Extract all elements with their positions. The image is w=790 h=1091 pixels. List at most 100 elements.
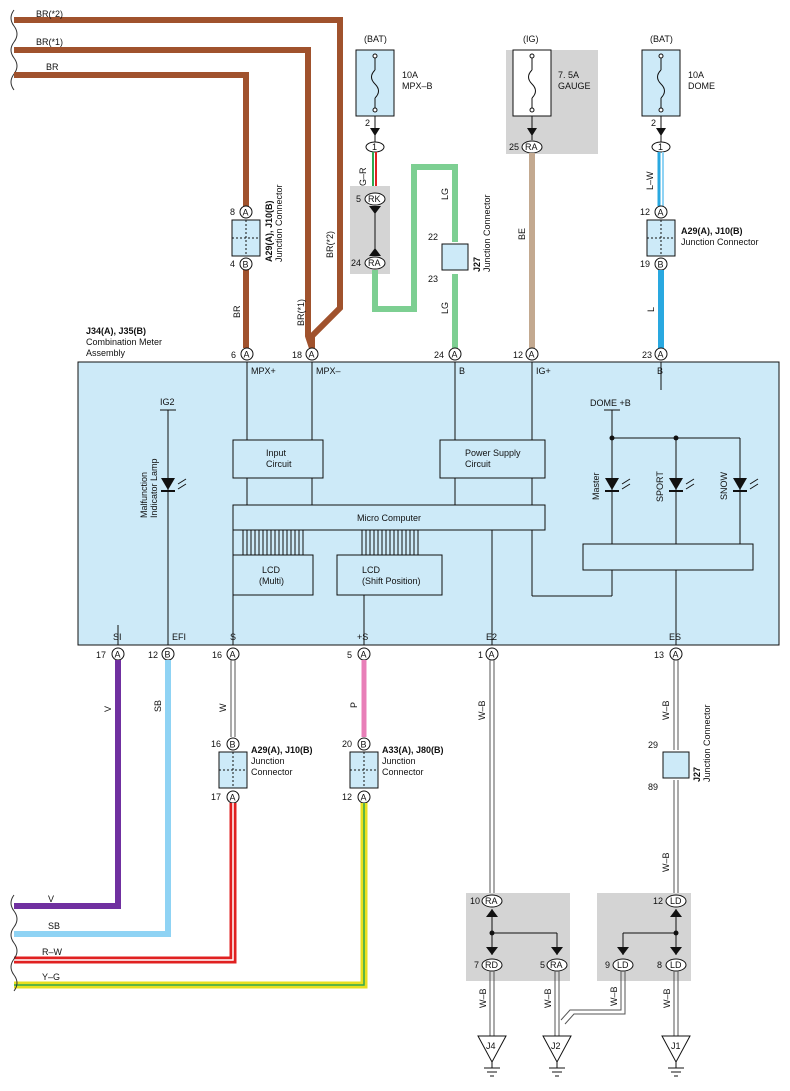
label-lcd1-2: (Multi) (259, 576, 284, 586)
wire-label-v: V (103, 706, 113, 712)
svg-text:16: 16 (212, 650, 222, 660)
fuse-gauge: (IG) 7. 5A GAUGE RA 25 (506, 34, 598, 154)
svg-text:LD: LD (670, 960, 682, 970)
wire-label-wb5: W–B (543, 988, 553, 1008)
svg-text:Connector: Connector (251, 767, 293, 777)
meter-pin-mpx-plus: 6 A MPX+ (231, 347, 276, 440)
svg-text:MPX–B: MPX–B (402, 81, 433, 91)
svg-text:5: 5 (347, 650, 352, 660)
wire-w-b-e2 (489, 660, 495, 893)
svg-text:12: 12 (640, 207, 650, 217)
svg-text:G–R: G–R (358, 167, 368, 186)
svg-text:23: 23 (642, 350, 652, 360)
svg-text:RK: RK (368, 194, 381, 204)
wire-r-w (14, 803, 237, 964)
svg-text:17: 17 (96, 650, 106, 660)
svg-text:A: A (489, 650, 495, 660)
svg-text:Connector: Connector (382, 767, 424, 777)
wire-label-wb-es: W–B (661, 700, 671, 720)
svg-text:MPX+: MPX+ (251, 366, 276, 376)
wire-label-rw-left: R–W (42, 947, 63, 957)
svg-text:L–W: L–W (645, 171, 655, 190)
svg-text:B: B (657, 366, 663, 376)
wire-label-br1-vert: BR(*1) (296, 299, 306, 326)
wire-break-top (10, 9, 18, 91)
label-ps-2: Circuit (465, 459, 491, 469)
svg-text:RD: RD (485, 960, 498, 970)
label-ps-1: Power Supply (465, 448, 521, 458)
svg-text:10A: 10A (688, 70, 704, 80)
svg-text:A: A (230, 793, 236, 803)
svg-text:A: A (115, 650, 121, 660)
wire-label-sb-left: SB (48, 921, 60, 931)
wire-g-r: G–R (358, 152, 377, 190)
svg-text:J34(A), J35(B): J34(A), J35(B) (86, 326, 146, 336)
wire-w: W (218, 660, 236, 737)
svg-text:A: A (243, 208, 249, 218)
svg-text:E2: E2 (486, 632, 497, 642)
svg-text:10: 10 (470, 896, 480, 906)
label-snow: SNOW (719, 471, 729, 500)
label-mil-2: Indicator Lamp (149, 458, 159, 518)
svg-text:B: B (361, 740, 367, 750)
svg-text:B: B (243, 260, 249, 270)
svg-text:+S: +S (357, 632, 368, 642)
svg-text:EFI: EFI (172, 632, 186, 642)
wire-label-v-left: V (48, 894, 54, 904)
svg-text:A: A (361, 793, 367, 803)
svg-text:A33(A), J80(B): A33(A), J80(B) (382, 745, 444, 755)
junction-connector-left: A B 8 4 A29(A), J10(B) Junction Connecto… (230, 184, 284, 271)
meter-pin-b-24: 24 A B (434, 347, 465, 440)
svg-text:A29(A), J10(B): A29(A), J10(B) (251, 745, 313, 755)
label-lcd1-1: LCD (262, 565, 281, 575)
wire-l-w: L–W (645, 152, 664, 206)
ground-j4: J4 (477, 1035, 507, 1077)
meter-pin-mpx-minus: 18 A MPX– (292, 347, 341, 440)
svg-text:10A: 10A (402, 70, 418, 80)
wire-y-g (14, 803, 368, 989)
svg-text:A: A (658, 208, 664, 218)
wire-v (14, 660, 121, 909)
svg-text:RA: RA (550, 960, 563, 970)
svg-text:2: 2 (365, 118, 370, 128)
svg-text:IG+: IG+ (536, 366, 551, 376)
svg-text:7. 5A: 7. 5A (558, 70, 579, 80)
label-lcd2-2: (Shift Position) (362, 576, 421, 586)
svg-text:29: 29 (648, 740, 658, 750)
svg-text:12: 12 (342, 792, 352, 802)
svg-text:8: 8 (230, 207, 235, 217)
wire-label-p: P (349, 702, 359, 708)
wire-label-br2: BR(*2) (36, 9, 63, 19)
svg-text:RA: RA (525, 142, 538, 152)
wire-lg: LG LG (372, 164, 458, 348)
splice-left: RA 10 RD 7 RA 5 (466, 893, 570, 981)
svg-text:22: 22 (428, 232, 438, 242)
svg-text:5: 5 (540, 960, 545, 970)
led-sport (669, 478, 695, 492)
ground-j1: J1 (661, 1035, 691, 1077)
meter-top-pins: 6 A MPX+ 18 A MPX– 24 A B 12 A IG+ (231, 347, 668, 440)
svg-text:RA: RA (368, 258, 381, 268)
wire-label-wb4: W–B (478, 988, 488, 1008)
svg-text:J27: J27 (692, 767, 702, 782)
svg-text:A29(A), J10(B): A29(A), J10(B) (264, 200, 274, 262)
svg-text:A: A (244, 350, 250, 360)
junction-connector-j27-bottom: 29 89 J27 Junction Connector (648, 704, 712, 792)
svg-text:12: 12 (148, 650, 158, 660)
svg-text:Combination Meter: Combination Meter (86, 337, 162, 347)
label-input-2: Circuit (266, 459, 292, 469)
label-lcd2-1: LCD (362, 565, 381, 575)
label-mil-1: Malfunction (139, 472, 149, 518)
wire-label-sb: SB (153, 700, 163, 712)
svg-text:23: 23 (428, 274, 438, 284)
fuse-mpx-b: (BAT) 10A MPX–B 2 1 (355, 34, 433, 153)
meter-pin-s: S 16 A (212, 632, 240, 661)
svg-text:6: 6 (231, 350, 236, 360)
svg-text:Junction: Junction (251, 756, 285, 766)
wire-label-yg-left: Y–G (42, 972, 60, 982)
svg-text:Junction: Junction (382, 756, 416, 766)
svg-text:SI: SI (113, 632, 122, 642)
wire-label-be: BE (517, 228, 527, 240)
svg-text:B: B (165, 650, 171, 660)
